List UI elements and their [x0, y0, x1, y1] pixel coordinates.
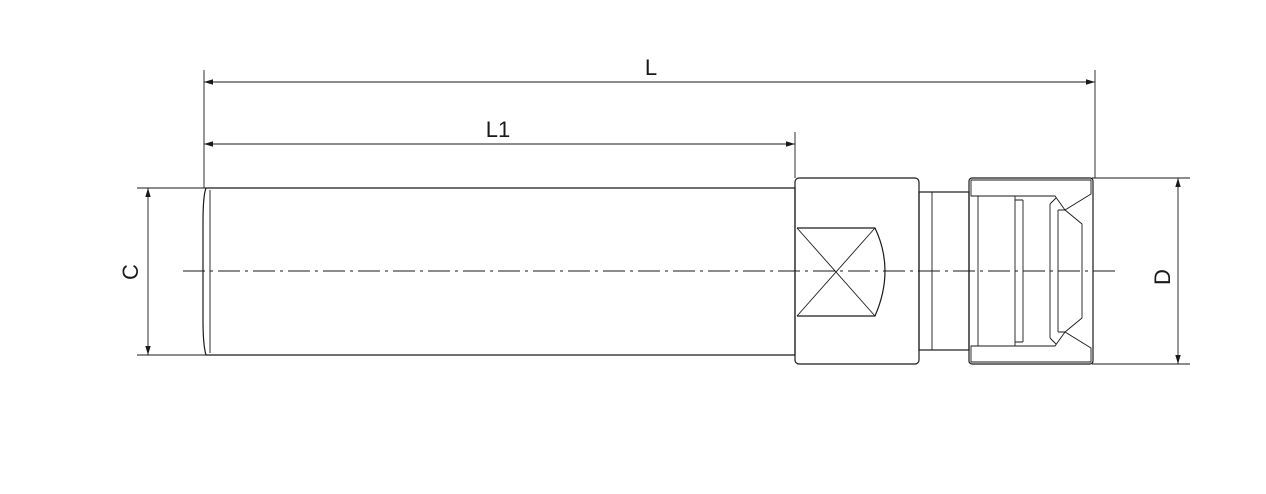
dimension-L1: L1: [204, 117, 796, 178]
dimension-label-C: C: [118, 264, 143, 280]
dimension-label-L: L: [645, 55, 657, 80]
dimension-label-D: D: [1150, 269, 1175, 285]
dimension-L: L: [203, 55, 1096, 188]
clamping-nut: [968, 177, 1094, 365]
shank: [202, 187, 796, 356]
dimension-D: D: [1092, 177, 1190, 365]
dimension-C: C: [118, 187, 206, 356]
dimension-label-L1: L1: [486, 117, 510, 142]
